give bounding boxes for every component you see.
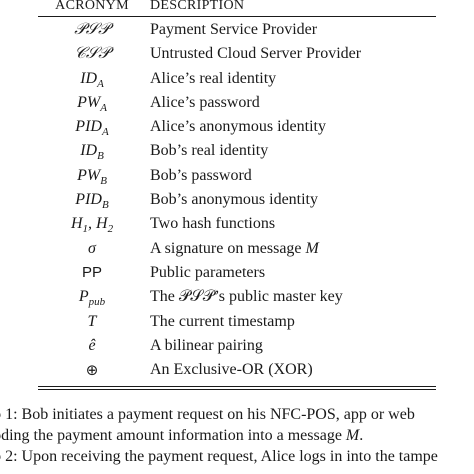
row-description: The current timestamp — [150, 312, 295, 330]
symbol-xor: ⊕ — [85, 362, 99, 380]
symbol-hash-functions: H1, H2 — [70, 215, 114, 236]
symbol-csp: 𝒞𝒮𝒫 — [74, 45, 110, 63]
step-1-line-1: ep 1: Bob initiates a payment request on… — [0, 406, 415, 423]
row-description: Untrusted Cloud Server Provider — [150, 45, 362, 63]
symbol-pid-b: PIDB — [75, 191, 109, 212]
symbol-p-pub: Ppub — [78, 288, 106, 309]
row-description: Alice’s real identity — [150, 69, 277, 87]
row-description: A signature on message M — [150, 239, 319, 257]
symbol-pw-b: PWB — [77, 166, 107, 187]
row-description: An Exclusive-OR (XOR) — [150, 361, 313, 379]
table-row: IDA Alice’s real identity — [38, 68, 436, 92]
table-row: Ppub The 𝒫𝒮𝒫’s public master key — [38, 286, 436, 310]
table-body: 𝒫𝒮𝒫 Payment Service Provider 𝒞𝒮𝒫 Untrust… — [38, 17, 436, 383]
protocol-steps: ep 1: Bob initiates a payment request on… — [0, 404, 474, 467]
symbol-e-hat: ê — [88, 336, 96, 354]
row-description: The 𝒫𝒮𝒫’s public master key — [150, 288, 343, 306]
row-description: A bilinear pairing — [150, 336, 263, 354]
row-description: Two hash functions — [150, 215, 276, 233]
table-row: PIDA Alice’s anonymous identity — [38, 116, 436, 140]
acronym-table: ACRONYM DESCRIPTION 𝒫𝒮𝒫 Payment Service … — [38, 0, 436, 391]
header-description: DESCRIPTION — [150, 0, 245, 13]
row-description: Alice’s password — [150, 93, 260, 111]
table-row: 𝒫𝒮𝒫 Payment Service Provider — [38, 19, 436, 43]
row-description: Payment Service Provider — [150, 21, 318, 38]
table-row: 𝒞𝒮𝒫 Untrusted Cloud Server Provider — [38, 43, 436, 67]
table-row: T The current timestamp — [38, 311, 436, 335]
bottom-rule-double — [38, 389, 436, 391]
symbol-id-b: IDB — [80, 142, 104, 163]
symbol-pw-a: PWA — [77, 93, 107, 115]
table-row: PIDB Bob’s anonymous identity — [38, 189, 436, 213]
header-acronym: ACRONYM — [55, 0, 129, 13]
row-description: Bob’s anonymous identity — [150, 191, 318, 209]
step-2-line-1: ep 2: Upon receiving the payment request… — [0, 448, 438, 465]
symbol-pp: PP — [81, 263, 102, 281]
symbol-t: T — [87, 312, 97, 330]
symbol-pid-a: PIDA — [75, 118, 109, 139]
table-row: PP Public parameters — [38, 262, 436, 286]
step-1-line-2: coding the payment amount information in… — [0, 427, 364, 444]
table-row: PWA Alice’s password — [38, 92, 436, 116]
table-header: ACRONYM DESCRIPTION — [38, 0, 436, 16]
table-row: IDB Bob’s real identity — [38, 140, 436, 164]
table-row: ⊕ An Exclusive-OR (XOR) — [38, 359, 436, 383]
symbol-psp: 𝒫𝒮𝒫 — [74, 21, 110, 38]
row-description: Bob’s real identity — [150, 142, 269, 160]
symbol-id-a: IDA — [80, 69, 104, 90]
table-row: σ A signature on message M — [38, 238, 436, 262]
table-row: H1, H2 Two hash functions — [38, 213, 436, 237]
table-row: ê A bilinear pairing — [38, 335, 436, 359]
symbol-sigma: σ — [88, 239, 96, 257]
row-description: Bob’s password — [150, 166, 252, 184]
header-rule — [38, 16, 436, 17]
row-description: Public parameters — [150, 263, 266, 281]
bottom-rule — [38, 386, 436, 388]
table-row: PWB Bob’s password — [38, 165, 436, 189]
row-description: Alice’s anonymous identity — [150, 118, 326, 136]
